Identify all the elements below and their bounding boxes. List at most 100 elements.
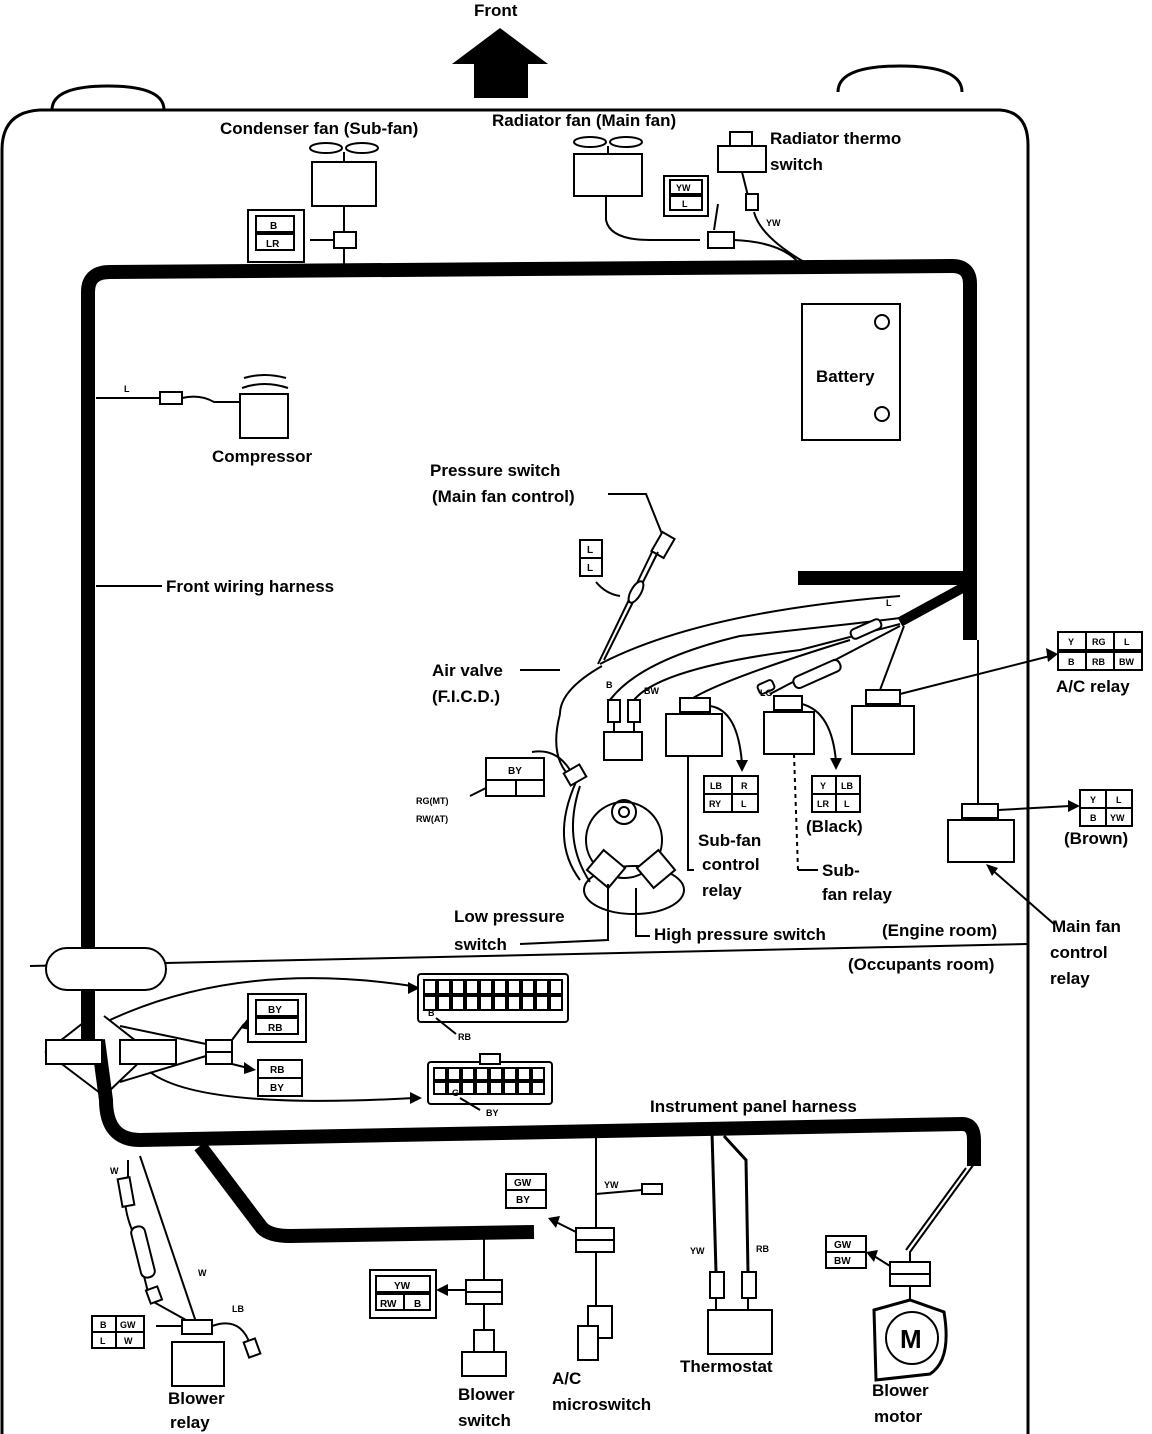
condenser-fan: Condenser fan (Sub-fan): [220, 119, 418, 270]
svg-text:B: B: [414, 1299, 421, 1310]
svg-text:High pressure switch: High pressure switch: [654, 925, 826, 944]
svg-text:(Main fan control): (Main fan control): [432, 487, 575, 506]
svg-text:B: B: [1090, 813, 1097, 823]
svg-text:Y: Y: [1068, 637, 1074, 647]
connector-pin: [489, 1067, 503, 1081]
svg-text:Radiator thermo: Radiator thermo: [770, 129, 901, 148]
subfan-control-relay: Sub-fan control relay: [665, 697, 761, 900]
svg-text:fan relay: fan relay: [822, 885, 892, 904]
svg-text:Low pressure: Low pressure: [454, 907, 565, 926]
svg-text:L: L: [886, 598, 892, 608]
svg-text:YW: YW: [1110, 813, 1125, 823]
connector-pin: [437, 979, 451, 995]
connector-pin: [503, 1081, 517, 1095]
svg-text:BY: BY: [516, 1195, 530, 1206]
condenser-fan-connector: B LR: [247, 209, 305, 263]
radiator-fan-connector: YW L: [663, 175, 709, 217]
connector-pin: [475, 1067, 489, 1081]
connector-by-rb: BY RB: [247, 993, 307, 1043]
svg-text:BW: BW: [1119, 657, 1134, 667]
svg-text:GW: GW: [514, 1178, 532, 1189]
pressure-switch: Pressure switch (Main fan control): [430, 461, 676, 665]
connector-pin: [549, 979, 563, 995]
svg-text:RB: RB: [1092, 657, 1105, 667]
svg-text:RB: RB: [756, 1244, 769, 1254]
front-arrow: Front: [452, 1, 548, 98]
connector-pin: [465, 979, 479, 995]
svg-text:BW: BW: [834, 1256, 851, 1267]
svg-text:Blower: Blower: [458, 1385, 515, 1404]
svg-text:GW: GW: [120, 1320, 136, 1330]
svg-text:Y: Y: [820, 781, 826, 791]
svg-text:B: B: [606, 680, 613, 690]
svg-text:L: L: [844, 799, 850, 809]
svg-text:YW: YW: [676, 183, 691, 193]
main-fan-control-relay: Main fan control relay: [947, 640, 1121, 988]
svg-text:BW: BW: [644, 686, 659, 696]
blower-relay-connector: B GW L W: [91, 1315, 145, 1349]
svg-text:motor: motor: [874, 1407, 923, 1426]
svg-text:A/C relay: A/C relay: [1056, 677, 1130, 696]
connector-pin: [451, 979, 465, 995]
svg-text:YW: YW: [690, 1246, 705, 1256]
connector-pin: [549, 995, 563, 1011]
connector-pin: [521, 995, 535, 1011]
connector-pin: [493, 995, 507, 1011]
air-valve-connector: BY RG(MT) RW(AT): [416, 750, 588, 824]
occupants-room-label: (Occupants room): [848, 955, 994, 974]
connector-pin: [461, 1067, 475, 1081]
vehicle-outline: [0, 64, 1030, 1434]
multi-pin-connector-b: G BY: [427, 1053, 553, 1118]
svg-text:RB: RB: [268, 1023, 282, 1034]
receiver-drier: [519, 781, 685, 945]
svg-text:BY: BY: [508, 766, 522, 777]
ac-relay: [851, 648, 1058, 755]
svg-text:L: L: [682, 199, 688, 209]
svg-text:LB: LB: [710, 781, 722, 791]
connector-pin: [535, 979, 549, 995]
svg-text:YW: YW: [394, 1281, 411, 1292]
svg-text:LB: LB: [841, 781, 853, 791]
connector-pin: [531, 1067, 545, 1081]
ac-relay-connector: Y RG L B RB BW A/C relay: [1056, 631, 1143, 696]
svg-text:BY: BY: [268, 1005, 282, 1016]
harness-grommet: [45, 947, 167, 991]
svg-text:B: B: [270, 221, 277, 232]
compressor: L Compressor: [96, 374, 313, 466]
svg-text:Blower: Blower: [872, 1381, 929, 1400]
connector-rb-by: RB BY: [257, 1059, 303, 1097]
engine-room-label: (Engine room): [882, 921, 997, 940]
svg-text:relay: relay: [1050, 969, 1090, 988]
svg-text:LG: LG: [760, 688, 773, 698]
svg-text:RG: RG: [1092, 637, 1106, 647]
svg-text:(F.I.C.D.): (F.I.C.D.): [432, 687, 500, 706]
svg-text:B: B: [428, 1008, 435, 1018]
connector-pin: [451, 995, 465, 1011]
svg-text:Battery: Battery: [816, 367, 875, 386]
svg-text:(Brown): (Brown): [1064, 829, 1128, 848]
svg-text:RW: RW: [380, 1299, 397, 1310]
svg-text:A/C: A/C: [552, 1369, 581, 1388]
svg-text:YW: YW: [604, 1180, 619, 1190]
subfan-control-relay-connector: LB R RY L: [703, 775, 759, 813]
svg-text:RB: RB: [458, 1032, 471, 1042]
connector-pin: [447, 1081, 461, 1095]
battery: Battery: [801, 303, 901, 441]
svg-text:switch: switch: [770, 155, 823, 174]
svg-text:BY: BY: [486, 1108, 499, 1118]
svg-text:Thermostat: Thermostat: [680, 1357, 773, 1376]
connector-pin: [479, 995, 493, 1011]
connector-pin: [531, 1081, 545, 1095]
svg-text:BY: BY: [270, 1083, 284, 1094]
ac-microswitch: YW A/C microswitch: [548, 1132, 663, 1414]
connector-pin: [433, 1067, 447, 1081]
svg-text:W: W: [124, 1336, 133, 1346]
svg-text:RY: RY: [709, 799, 721, 809]
svg-text:Sub-: Sub-: [822, 861, 860, 880]
air-valve: Air valve (F.I.C.D.) B BW: [432, 661, 659, 761]
connector-pin: [507, 995, 521, 1011]
svg-text:YW: YW: [766, 218, 781, 228]
connector-pin: [493, 979, 507, 995]
svg-text:G: G: [452, 1088, 459, 1098]
